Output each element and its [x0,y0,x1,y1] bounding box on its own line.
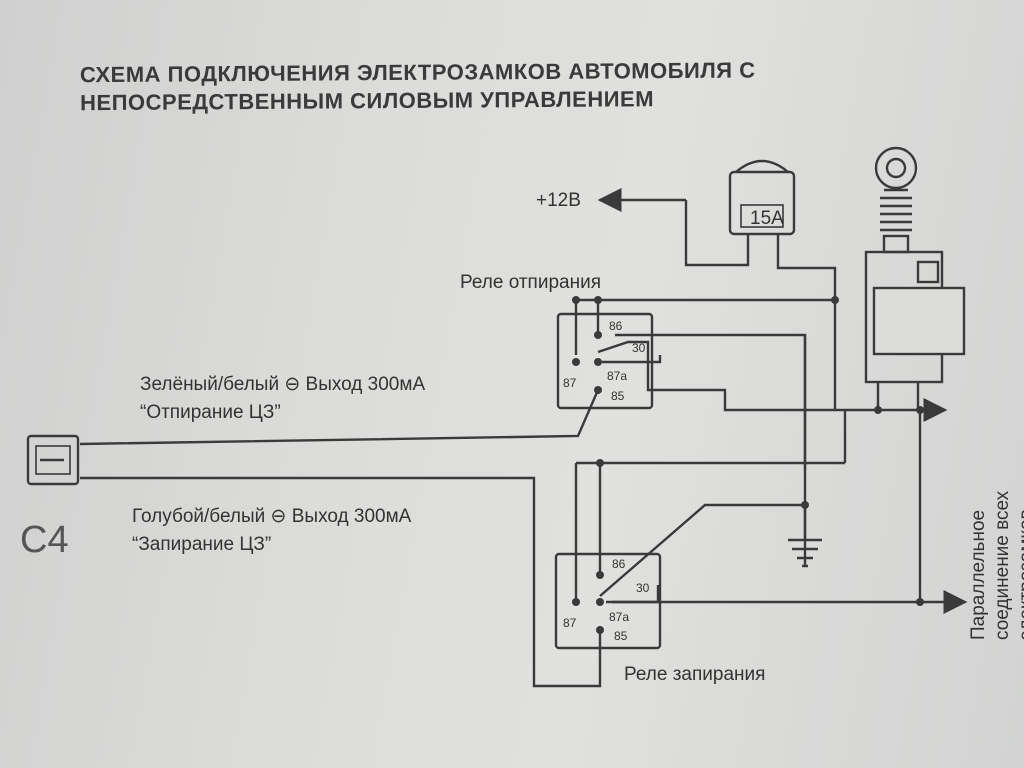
label-parallel-1: Параллельное [968,510,989,640]
label-parallel: Параллельное соединение всех электрозамк… [968,490,1024,640]
label-parallel-2: соединение всех [992,490,1013,640]
pin-85-upper: 85 [611,389,625,403]
label-wire-blue-func: “Запирание ЦЗ” [132,534,271,555]
junctions [572,296,924,634]
pin-86-lower: 86 [612,557,626,571]
fuse-icon [728,159,796,236]
wire-blue [80,476,602,688]
label-relay-unlock: Реле отпирания [460,272,601,293]
label-fuse: 15А [750,208,784,229]
label-connector: C4 [20,519,69,561]
pin-30-lower: 30 [636,581,650,595]
label-relay-lock: Реле запирания [624,664,765,685]
wire-unlock-coil [615,333,807,470]
pin-86-upper: 86 [609,319,623,333]
wire-lock-output [599,503,807,597]
door-actuator-icon [864,146,966,410]
pin-87-upper: 87 [563,376,577,390]
label-parallel-3: электрозамков [1016,509,1024,640]
label-wire-green: Зелёный/белый ⊖ Выход 300мА [140,374,425,395]
pin-87a-lower: 87a [609,610,629,624]
connector-c4-icon [26,434,80,486]
pin-87-lower: 87 [563,616,577,630]
ground-icon [788,505,822,568]
pin-87a-upper: 87a [607,369,627,383]
label-wire-blue: Голубой/белый ⊖ Выход 300мА [132,506,412,527]
wire-unlock-output [597,340,948,422]
wire-green [79,389,600,446]
label-power: +12В [536,190,581,211]
wire-fuse-in [684,200,750,267]
pin-30-upper: 30 [632,341,646,355]
label-wire-green-func: “Отпирание ЦЗ” [140,402,281,423]
pin-85-lower: 85 [614,629,628,643]
wire-fuse-out [776,235,837,300]
